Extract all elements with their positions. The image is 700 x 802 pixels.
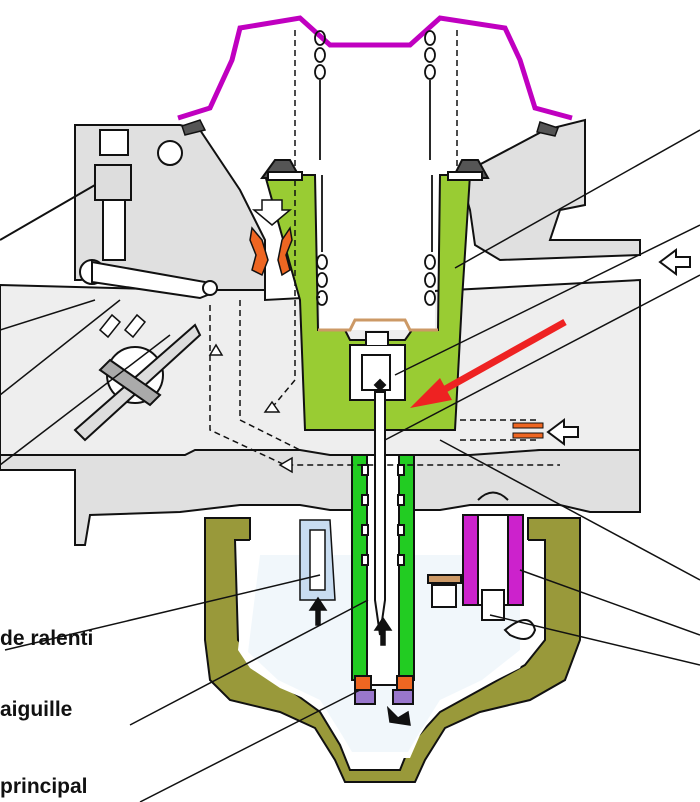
throttle-butterfly-icon <box>73 323 202 442</box>
fuel-flow-arrow-icon <box>98 313 411 726</box>
diaphragm-beads <box>181 119 559 137</box>
red-pointer-arrow-icon <box>410 318 567 408</box>
needle-holder <box>318 318 438 401</box>
jet-needle <box>374 391 386 636</box>
mount-hole <box>157 140 183 166</box>
float-valve <box>462 491 524 621</box>
pilot-jet <box>299 519 336 601</box>
spring-icon <box>314 30 436 306</box>
idle-jet-label: de ralenti <box>0 627 94 650</box>
needle-label: aiguille <box>0 698 73 721</box>
idle-adjuster <box>0 129 132 261</box>
idle-jet <box>249 199 293 277</box>
slide-inner <box>320 180 435 330</box>
leader-lines <box>0 129 700 802</box>
throttle-linkage <box>79 259 218 300</box>
slide-caps <box>260 159 490 181</box>
slide-travel-outline <box>209 30 560 466</box>
main-jet-label: principal <box>0 775 88 798</box>
diaphragm <box>177 15 573 121</box>
air-jet-bars <box>512 422 544 439</box>
float-icon <box>427 574 537 640</box>
air-inlet-arrow-icon <box>546 248 691 446</box>
